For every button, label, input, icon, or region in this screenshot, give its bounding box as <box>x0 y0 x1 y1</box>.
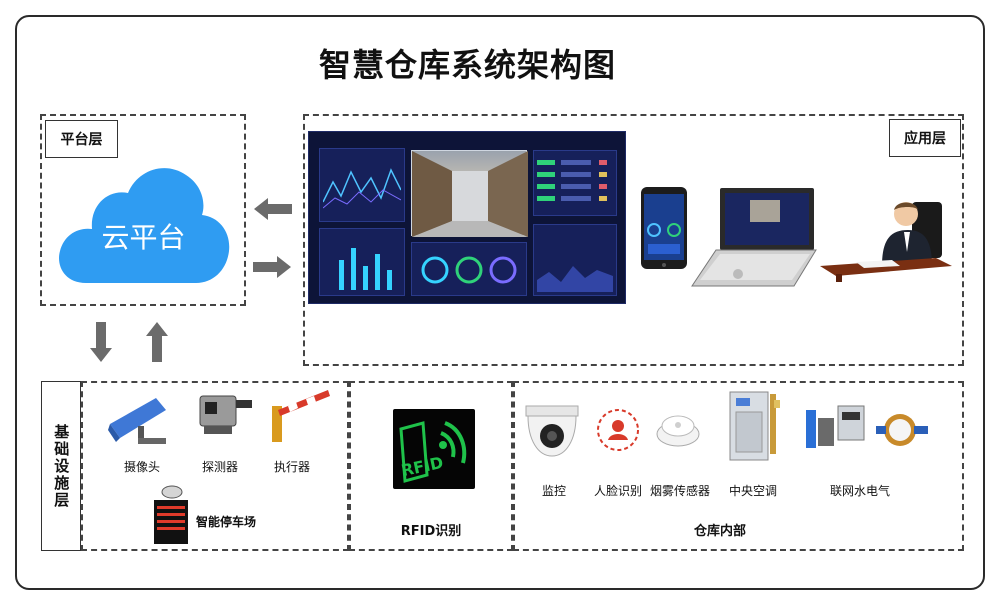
dashboard-bar-chart <box>339 248 392 290</box>
devices-group-box <box>81 381 349 551</box>
diagram-title: 智慧仓库系统架构图 <box>318 46 616 84</box>
rfid-group-label: RFID识别 <box>400 524 462 539</box>
manager-icon <box>820 202 952 282</box>
cloud-icon <box>59 168 230 283</box>
dashboard-line-chart <box>323 168 401 209</box>
detector-icon <box>199 395 252 434</box>
camera-icon <box>108 398 166 444</box>
arrow-down-icon <box>90 322 112 362</box>
smoke-sensor-icon <box>656 415 700 447</box>
central-ac-label: 中央空调 <box>728 484 777 498</box>
application-layer-box <box>303 114 964 366</box>
rfid-icon: RFID <box>393 409 475 489</box>
diagram-frame <box>15 15 985 590</box>
monitoring-label: 监控 <box>541 484 566 498</box>
rfid-group-box <box>349 381 513 551</box>
cloud-platform-label: 云平台 <box>101 221 186 254</box>
arrow-left-icon <box>254 198 292 220</box>
dashboard-screen <box>308 131 626 304</box>
platform-layer-tag: 平台层 <box>45 120 118 158</box>
base-layer-tag: 基础设施层 <box>41 381 81 551</box>
warehouse-group-box <box>513 381 964 551</box>
smoke-sensor-label: 烟雾传感器 <box>649 484 710 498</box>
utility-meters-icon <box>806 405 928 448</box>
dashboard-gauges <box>421 256 517 284</box>
face-recognition-icon <box>597 409 639 451</box>
arrow-right-icon <box>253 256 291 278</box>
camera-label: 摄像头 <box>123 460 160 474</box>
warehouse-camera-feed <box>411 150 528 237</box>
parking-sign-icon <box>154 485 188 544</box>
dashboard-area-chart <box>537 266 613 292</box>
smart-parking-label: 智能停车场 <box>196 515 257 529</box>
dome-camera-icon <box>525 405 579 457</box>
dashboard-panel <box>319 148 405 222</box>
base-layer-label: 基础设施层 <box>52 423 71 509</box>
dashboard-stat-list <box>537 160 607 201</box>
application-layer-tag: 应用层 <box>889 119 961 157</box>
utilities-label: 联网水电气 <box>829 484 890 498</box>
actuator-label: 执行器 <box>273 460 310 474</box>
detector-label: 探测器 <box>201 460 238 474</box>
face-recognition-label: 人脸识别 <box>593 484 642 498</box>
platform-layer-box <box>40 114 246 306</box>
arrow-up-icon <box>146 322 168 362</box>
smartphone-icon <box>641 187 687 269</box>
warehouse-aisle-image <box>412 151 528 237</box>
laptop-icon <box>691 188 817 287</box>
warehouse-group-label: 仓库内部 <box>693 524 746 539</box>
air-conditioner-icon <box>729 391 780 461</box>
barrier-gate-icon <box>272 390 330 442</box>
dashboard-panel <box>411 242 527 296</box>
